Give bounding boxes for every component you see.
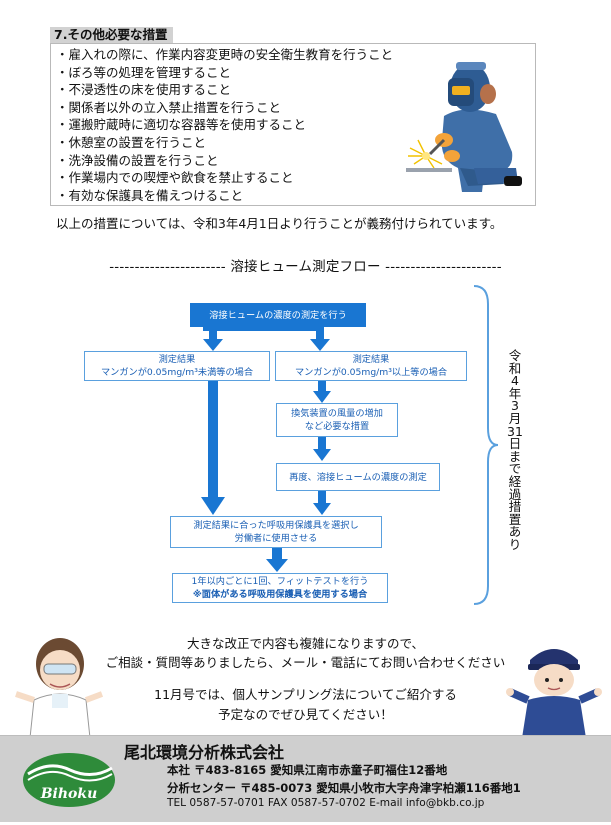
arrow-down-icon [313,437,331,461]
flow-start-text: 溶接ヒュームの濃度の測定を行う [209,309,347,321]
measure-item: ・ぼろ等の処理を管理すること [56,64,232,80]
measures-list: ・雇入れの際に、作業内容変更時の安全衛生教育を行うこと ・ぼろ等の処理を管理する… [56,46,393,204]
respirator-line2: 労働者に使用させる [234,533,318,544]
closing-line-4: 予定なのでぜひ見てください！ [218,707,393,722]
bracket-icon [473,285,499,605]
measure-item: ・有効な保護具を備えつけること [56,187,244,203]
right-result-condition: マンガンが0.05mg/m³以上等の場合 [294,367,448,378]
flow-start-box: 溶接ヒュームの濃度の測定を行う [190,303,366,327]
head-office-address: 本社 〒483-8165 愛知県江南市赤童子町福住12番地 [167,763,448,777]
respirator-line1: 測定結果に合った呼吸用保護具を選択し [193,520,359,531]
measure-item: ・休憩室の設置を行うこと [56,134,207,150]
respirator-box: 測定結果に合った呼吸用保護具を選択し 労働者に使用させる [170,516,382,548]
arrow-down-icon [313,491,331,515]
section-title: 7.その他必要な措置 [50,27,174,43]
arrow-down-icon [203,327,223,351]
closing-line-1: 大きな改正で内容も複雑になりますので、 [186,636,424,651]
analysis-center-address: 分析センター 〒485-0073 愛知県小牧市大字舟津字柏瀬116番地1 [167,781,521,795]
contact-info: TEL 0587-57-0701 FAX 0587-57-0702 E-mail… [167,797,485,809]
ventilation-box: 換気装置の風量の増加 など必要な措置 [276,403,398,437]
measure-item: ・雇入れの際に、作業内容変更時の安全衛生教育を行うこと [56,47,394,62]
right-result-title: 測定結果 [352,354,390,365]
measures-box [50,43,536,206]
scientist-illustration [15,638,104,738]
ventilation-line1: 換気装置の風量の増加 [291,408,383,419]
bihoku-logo: Bihoku [23,753,115,807]
closing-line-3: 11月号では、個人サンプリング法についてご紹介する [154,687,457,702]
measure-item: ・作業場内での喫煙や飲食を禁止すること [56,170,294,186]
notice-text: 以上の措置については、令和3年4月1日より行うことが義務付けられています。 [56,216,503,231]
arrow-down-icon [310,327,330,351]
measure-item: ・洗浄設備の設置を行うこと [56,152,219,168]
closing-line-2: ご相談・質問等ありましたら、メール・電話にてお問い合わせください [105,655,506,670]
ventilation-line2: など必要な措置 [304,421,370,432]
logo-text: Bihoku [40,786,98,802]
fittest-box: 1年以内ごとに1回、フィットテストを行う ※面体がある呼吸用保護具を使用する場合 [172,573,388,603]
flow-title: ----------------------- 溶接ヒューム測定フロー ----… [109,259,502,275]
right-result-box: 測定結果 マンガンが0.05mg/m³以上等の場合 [275,351,467,381]
worker-illustration [506,649,602,738]
flow-split-bar [203,327,317,331]
measure-item: ・運搬貯蔵時に適切な容器等を使用すること [56,117,307,133]
left-result-title: 測定結果 [158,354,196,365]
fittest-line1: 1年以内ごとに1回、フィットテストを行う [191,576,369,587]
fittest-line2: ※面体がある呼吸用保護具を使用する場合 [192,589,368,600]
left-result-box: 測定結果 マンガンが0.05mg/m³未満等の場合 [84,351,270,381]
remeasure-text: 再度、溶接ヒュームの濃度の測定 [289,471,427,483]
left-result-condition: マンガンが0.05mg/m³未満等の場合 [100,367,254,378]
remeasure-box: 再度、溶接ヒュームの濃度の測定 [276,463,440,491]
arrow-down-icon [266,548,288,572]
welder-illustration [406,62,522,192]
measure-item: ・関係者以外の立入禁止措置を行うこと [56,99,282,115]
company-name: 尾北環境分析株式会社 [124,743,285,762]
transition-period-text: 令和4年3月31日まで経過措置あり [507,348,523,552]
arrow-down-icon [313,381,331,403]
arrow-down-icon [201,381,225,515]
measure-item: ・不浸透性の床を使用すること [56,82,232,98]
